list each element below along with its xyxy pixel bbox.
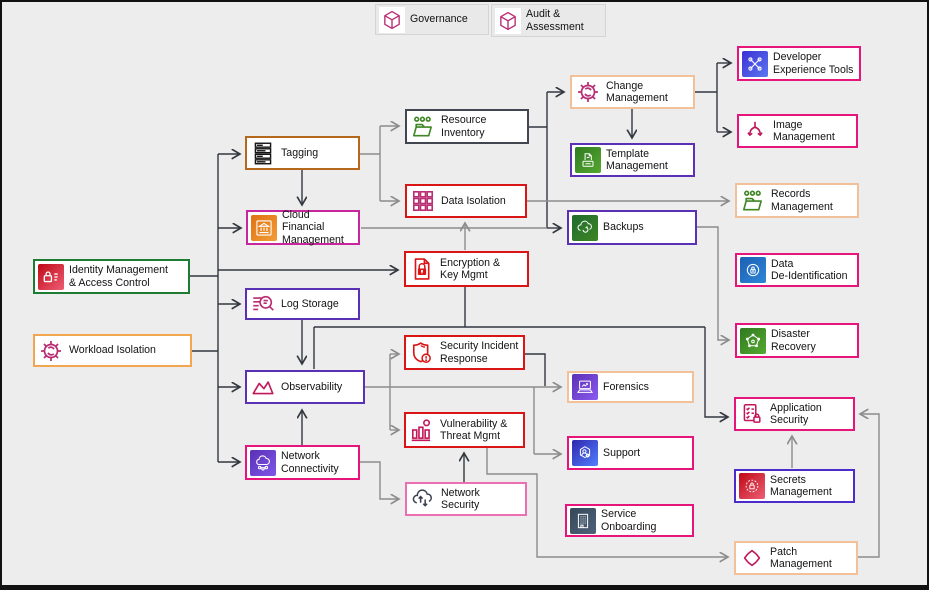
node-change-management[interactable]: Change Management [570,75,695,109]
node-label: Workload Isolation [69,344,156,357]
gear-arrows-icon [38,338,64,364]
laptop-analysis-icon [572,374,598,400]
node-audit-assessment[interactable]: Audit & Assessment [491,4,606,37]
node-label: Log Storage [281,297,339,310]
document-lock-icon [409,256,435,282]
node-cloud-financial-management[interactable]: Cloud Financial Management [246,209,360,246]
node-label: Identity Management & Access Control [69,264,168,289]
folder-resources-icon [740,188,766,214]
bank-icon [251,214,277,241]
node-label: Observability [281,380,343,393]
node-label: Tagging [281,146,319,159]
node-identity-management[interactable]: Identity Management & Access Control [33,259,190,294]
node-label: Application Security [770,401,822,426]
node-tagging[interactable]: Tagging [245,136,360,170]
cloud-arrows-icon [410,486,436,512]
node-encryption-key-mgmt[interactable]: Encryption & Key Mgmt [404,251,529,287]
bars-scan-icon [409,417,435,443]
node-template-management[interactable]: Template Management [570,143,695,177]
grid-cells-icon [410,188,436,214]
node-service-onboarding[interactable]: Service Onboarding [565,504,694,537]
node-data-isolation[interactable]: Data Isolation [405,184,527,218]
cube-icon [495,7,521,34]
node-label: Network Connectivity [281,450,339,475]
node-label: Records Management [771,188,833,213]
metrics-mountain-icon [250,374,276,400]
circle-lock-icon [740,257,766,283]
node-data-de-identification[interactable]: Data De-Identification [735,253,859,287]
person-gear-icon [572,440,598,466]
node-security-incident-response[interactable]: Security Incident Response [404,335,525,370]
cloud-restore-icon [572,214,598,241]
node-workload-isolation[interactable]: Workload Isolation [33,334,192,367]
node-label: Image Management [773,118,835,143]
node-application-security[interactable]: Application Security [734,397,855,431]
node-label: Support [603,446,641,459]
cloud-network-icon [250,449,276,476]
node-label: Network Security [441,486,480,511]
node-image-management[interactable]: Image Management [737,114,858,148]
node-label: Data De-Identification [771,257,848,282]
template-tray-icon [575,147,601,173]
node-patch-management[interactable]: Patch Management [734,541,858,575]
checklist-lock-icon [739,401,765,427]
node-label: Disaster Recovery [771,328,816,353]
node-label: Change Management [606,79,668,104]
building-icon [570,507,596,534]
node-support[interactable]: Support [567,436,694,470]
log-search-icon [250,291,276,317]
node-label: Secrets Management [770,473,832,498]
crossed-tools-icon [742,50,768,77]
node-label: Cloud Financial Management [282,209,344,246]
node-backups[interactable]: Backups [567,210,697,245]
branch-split-icon [742,118,768,144]
node-log-storage[interactable]: Log Storage [245,288,360,320]
gear-arrows-icon [575,79,601,105]
pentagon-nodes-icon [740,327,766,354]
node-label: Resource Inventory [441,114,487,139]
shield-alert-icon [409,340,435,366]
node-network-connectivity[interactable]: Network Connectivity [245,445,360,480]
node-developer-experience-tools[interactable]: Developer Experience Tools [737,46,861,81]
node-label: Backups [603,221,644,234]
pinwheel-arrows-icon [739,545,765,571]
node-resource-inventory[interactable]: Resource Inventory [405,109,529,144]
node-label: Forensics [603,380,649,393]
dashed-circle-lock-icon [739,473,765,499]
node-label: Security Incident Response [440,340,519,365]
node-governance[interactable]: Governance [375,4,489,35]
node-observability[interactable]: Observability [245,370,365,404]
node-label: Encryption & Key Mgmt [440,256,501,281]
node-label: Vulnerability & Threat Mgmt [440,417,508,442]
node-label: Data Isolation [441,194,506,207]
id-badge-lock-icon [38,263,64,290]
node-label: Patch Management [770,545,832,570]
node-label: Developer Experience Tools [773,51,854,76]
node-network-security[interactable]: Network Security [405,482,527,516]
node-vulnerability-threat-mgmt[interactable]: Vulnerability & Threat Mgmt [404,412,525,448]
node-label: Governance [410,13,468,26]
node-label: Audit & Assessment [526,8,584,33]
folder-resources-icon [410,114,436,140]
node-label: Service Onboarding [601,508,657,533]
node-label: Template Management [606,147,668,172]
node-disaster-recovery[interactable]: Disaster Recovery [735,323,859,358]
stacked-tags-icon [250,140,276,166]
node-records-management[interactable]: Records Management [735,183,859,218]
cube-icon [379,6,405,33]
node-secrets-management[interactable]: Secrets Management [734,469,855,503]
node-forensics[interactable]: Forensics [567,371,694,403]
